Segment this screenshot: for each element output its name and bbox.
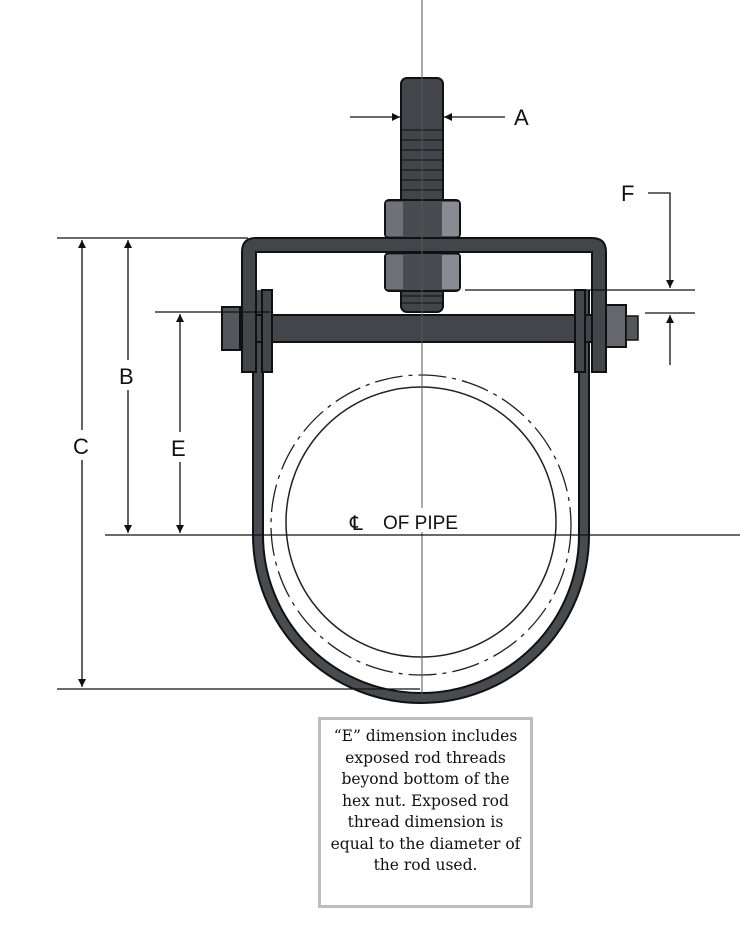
label-a: A xyxy=(514,105,529,130)
pipe-outline xyxy=(285,386,557,658)
note-box: “E” dimension includes exposed rod threa… xyxy=(318,717,533,908)
label-e: E xyxy=(171,436,186,461)
clevis-top-bar xyxy=(241,237,607,373)
extension-lines xyxy=(57,237,695,690)
label-c: C xyxy=(73,434,89,459)
note-line: equal to the diameter of xyxy=(330,834,521,853)
label-f: F xyxy=(621,181,634,206)
note-line: exposed rod threads xyxy=(345,748,506,767)
dimension-f-top-arrow xyxy=(648,192,674,288)
note-line: beyond bottom of the xyxy=(341,770,510,788)
centerline-label: OF PIPE xyxy=(383,513,458,534)
label-b: B xyxy=(119,364,134,389)
pipe-hidden-outline xyxy=(270,374,572,676)
note-line: “E” dimension includes xyxy=(333,727,518,745)
clevis-strap xyxy=(252,290,590,704)
centerline-symbol: ℄ xyxy=(349,511,363,535)
note-line: the rod used. xyxy=(373,856,478,874)
note-line: hex nut. Exposed rod xyxy=(342,791,509,810)
note-line: thread dimension is xyxy=(347,813,504,831)
